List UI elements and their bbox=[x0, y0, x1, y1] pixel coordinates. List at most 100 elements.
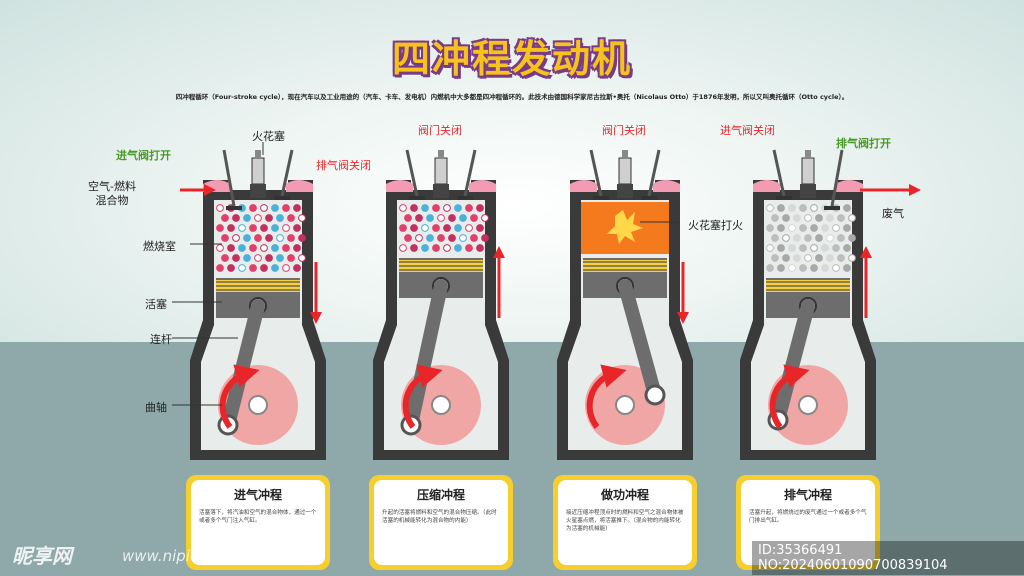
exhaust-valve-stem bbox=[280, 149, 294, 197]
label-exhaust-gas: 废气 bbox=[882, 207, 904, 220]
intake-valve-stem bbox=[772, 149, 786, 197]
fuel-particle bbox=[459, 214, 467, 222]
fuel-particle bbox=[788, 204, 796, 212]
fuel-particle bbox=[837, 214, 845, 222]
fuel-particle bbox=[443, 244, 451, 252]
fuel-particle bbox=[399, 204, 407, 212]
fuel-particle bbox=[287, 214, 295, 222]
intake-valve-stem bbox=[589, 149, 603, 197]
crank-center bbox=[798, 395, 818, 415]
fuel-particle bbox=[832, 224, 840, 232]
fuel-particle bbox=[249, 224, 257, 232]
fuel-particle bbox=[826, 234, 834, 242]
fuel-particle bbox=[293, 224, 301, 232]
fuel-particle bbox=[426, 234, 434, 242]
exhaust-valve-stem bbox=[647, 149, 661, 197]
label-intake-closed: 进气阀关闭 bbox=[720, 124, 775, 137]
fuel-particle bbox=[265, 254, 273, 262]
fuel-particle bbox=[216, 204, 224, 212]
label-exhaust-open: 排气阀打开 bbox=[836, 137, 891, 150]
stroke-title: 压缩冲程 bbox=[416, 488, 465, 502]
fuel-particle bbox=[843, 244, 851, 252]
fuel-particle bbox=[771, 234, 779, 242]
stroke-card-exhaust: 排气冲程 活塞升起，将燃烧过的废气通过一个或者多个气门排出气缸。 bbox=[736, 475, 880, 570]
label-rod: 连杆 bbox=[150, 333, 172, 346]
fuel-particle bbox=[837, 254, 845, 262]
fuel-particle bbox=[476, 224, 484, 232]
fuel-particle bbox=[465, 224, 473, 232]
fuel-particle bbox=[260, 224, 268, 232]
spark-plug bbox=[618, 157, 632, 185]
fuel-particle bbox=[298, 254, 306, 262]
spark-plug-tip bbox=[438, 150, 444, 159]
fuel-particle bbox=[465, 204, 473, 212]
fuel-particle bbox=[421, 224, 429, 232]
connecting-rod bbox=[771, 299, 815, 427]
fuel-particle bbox=[399, 244, 407, 252]
fuel-particle bbox=[227, 264, 235, 272]
fuel-particle bbox=[238, 224, 246, 232]
rotation-arrow bbox=[586, 364, 627, 429]
label-chamber: 燃烧室 bbox=[143, 240, 176, 253]
fuel-particle bbox=[404, 214, 412, 222]
spark-plug-tip bbox=[622, 150, 628, 159]
fuel-particle bbox=[287, 254, 295, 262]
fuel-particle bbox=[481, 234, 489, 242]
valve-cap-left bbox=[386, 180, 413, 192]
spark-plug-base bbox=[433, 184, 449, 198]
spark-plug-base bbox=[800, 184, 816, 198]
fuel-particle bbox=[459, 234, 467, 242]
label-spark-plug: 火花塞 bbox=[252, 130, 285, 143]
spark-plug-tip bbox=[805, 150, 811, 159]
stroke-card-power: 做功冲程 接近压缩冲程顶点时的燃料和空气之混合物体被火星塞点燃，将活塞推下。（混… bbox=[553, 475, 697, 570]
fuel-particle bbox=[782, 234, 790, 242]
fuel-particle bbox=[476, 244, 484, 252]
fuel-particle bbox=[238, 244, 246, 252]
fuel-particle bbox=[221, 214, 229, 222]
fuel-particle bbox=[837, 234, 845, 242]
fuel-particle bbox=[821, 224, 829, 232]
stroke-text: 升起的活塞将燃料和空气的混合物压缩。（此时活塞的机械能转化为混合物的内能） bbox=[382, 510, 497, 524]
fuel-particle bbox=[221, 254, 229, 262]
valve-cap-right bbox=[286, 180, 313, 192]
fuel-particle bbox=[799, 224, 807, 232]
fuel-particle bbox=[276, 214, 284, 222]
fuel-particle bbox=[810, 204, 818, 212]
valve-cap-right bbox=[653, 180, 680, 192]
fuel-particle bbox=[766, 224, 774, 232]
engine-3 bbox=[557, 149, 693, 460]
exhaust-valve-head bbox=[824, 206, 840, 210]
fuel-particle bbox=[216, 224, 224, 232]
fuel-particle bbox=[216, 244, 224, 252]
fuel-particle bbox=[777, 244, 785, 252]
stroke-title: 排气冲程 bbox=[783, 488, 832, 502]
fuel-particle bbox=[826, 214, 834, 222]
label-mixture: 空气-燃料 混合物 bbox=[88, 180, 136, 207]
fuel-particle bbox=[265, 214, 273, 222]
fuel-particle bbox=[481, 214, 489, 222]
fuel-particle bbox=[443, 224, 451, 232]
stroke-card-compression: 压缩冲程 升起的活塞将燃料和空气的混合物压缩。（此时活塞的机械能转化为混合物的内… bbox=[369, 475, 513, 570]
fuel-particle bbox=[298, 234, 306, 242]
label-spark-fire: 火花塞打火 bbox=[688, 219, 743, 232]
fuel-particle bbox=[232, 254, 240, 262]
fuel-particle bbox=[260, 204, 268, 212]
valve-cap-right bbox=[836, 180, 863, 192]
fuel-particle bbox=[298, 214, 306, 222]
fuel-particle bbox=[804, 214, 812, 222]
intake-valve-stem bbox=[222, 149, 236, 207]
fuel-particle bbox=[443, 204, 451, 212]
fuel-particle bbox=[254, 254, 262, 262]
fuel-particle bbox=[238, 264, 246, 272]
fuel-particle bbox=[271, 224, 279, 232]
stroke-text: 活塞升起，将燃烧过的废气通过一个或者多个气门排出气缸。 bbox=[749, 510, 867, 524]
fuel-particle bbox=[282, 244, 290, 252]
intake-valve-head bbox=[409, 196, 425, 200]
fuel-particle bbox=[426, 214, 434, 222]
intake-valve-stem bbox=[405, 149, 419, 197]
fuel-particle bbox=[766, 244, 774, 252]
spark-plug-base bbox=[250, 184, 266, 198]
fuel-particle bbox=[793, 214, 801, 222]
fuel-particle bbox=[777, 264, 785, 272]
